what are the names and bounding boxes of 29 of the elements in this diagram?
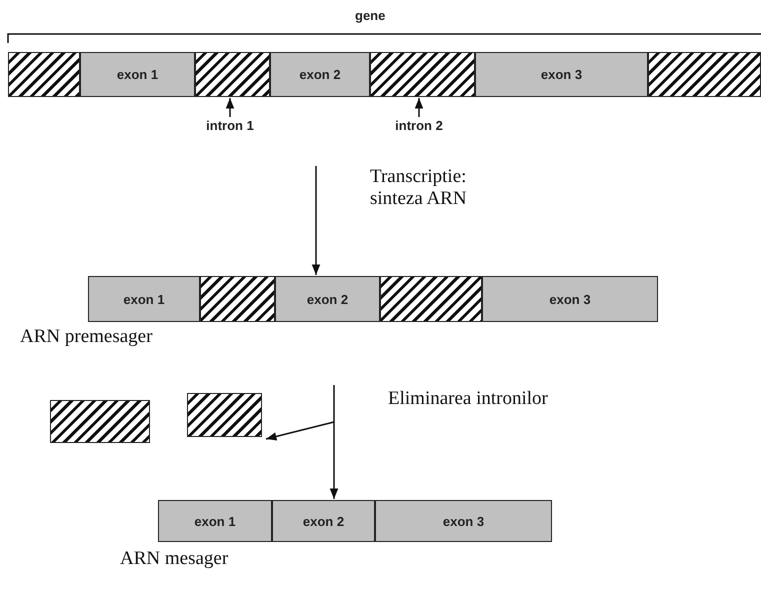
exon-segment: exon 1 xyxy=(158,500,272,542)
exon-segment: exon 3 xyxy=(375,500,552,542)
intron-label: intron 2 xyxy=(384,118,454,133)
molecule-label: ARN premesager xyxy=(20,326,152,348)
arrow xyxy=(414,98,424,117)
intron-segment xyxy=(200,276,275,322)
arrow xyxy=(266,421,334,441)
intron-segment xyxy=(370,52,475,97)
exon-segment: exon 3 xyxy=(482,276,658,322)
step-label: Eliminarea intronilor xyxy=(388,388,549,410)
step-label: Transcriptie: sinteza ARN xyxy=(370,166,468,210)
molecule-label: ARN mesager xyxy=(120,548,228,570)
arrow xyxy=(330,385,338,499)
arrow xyxy=(312,166,320,275)
intron-segment xyxy=(380,276,482,322)
intron-segment xyxy=(50,400,150,443)
gene-label: gene xyxy=(355,8,386,23)
intron-segment xyxy=(195,52,270,97)
exon-segment: exon 1 xyxy=(80,52,195,97)
exon-segment: exon 3 xyxy=(475,52,648,97)
exon-segment: exon 2 xyxy=(275,276,380,322)
exon-segment: exon 2 xyxy=(272,500,375,542)
intron-label: intron 1 xyxy=(195,118,265,133)
exon-segment: exon 1 xyxy=(88,276,200,322)
arrow xyxy=(226,98,234,117)
intron-segment xyxy=(648,52,761,97)
intron-segment xyxy=(187,393,262,437)
exon-segment: exon 2 xyxy=(270,52,370,97)
intron-segment xyxy=(8,52,80,97)
